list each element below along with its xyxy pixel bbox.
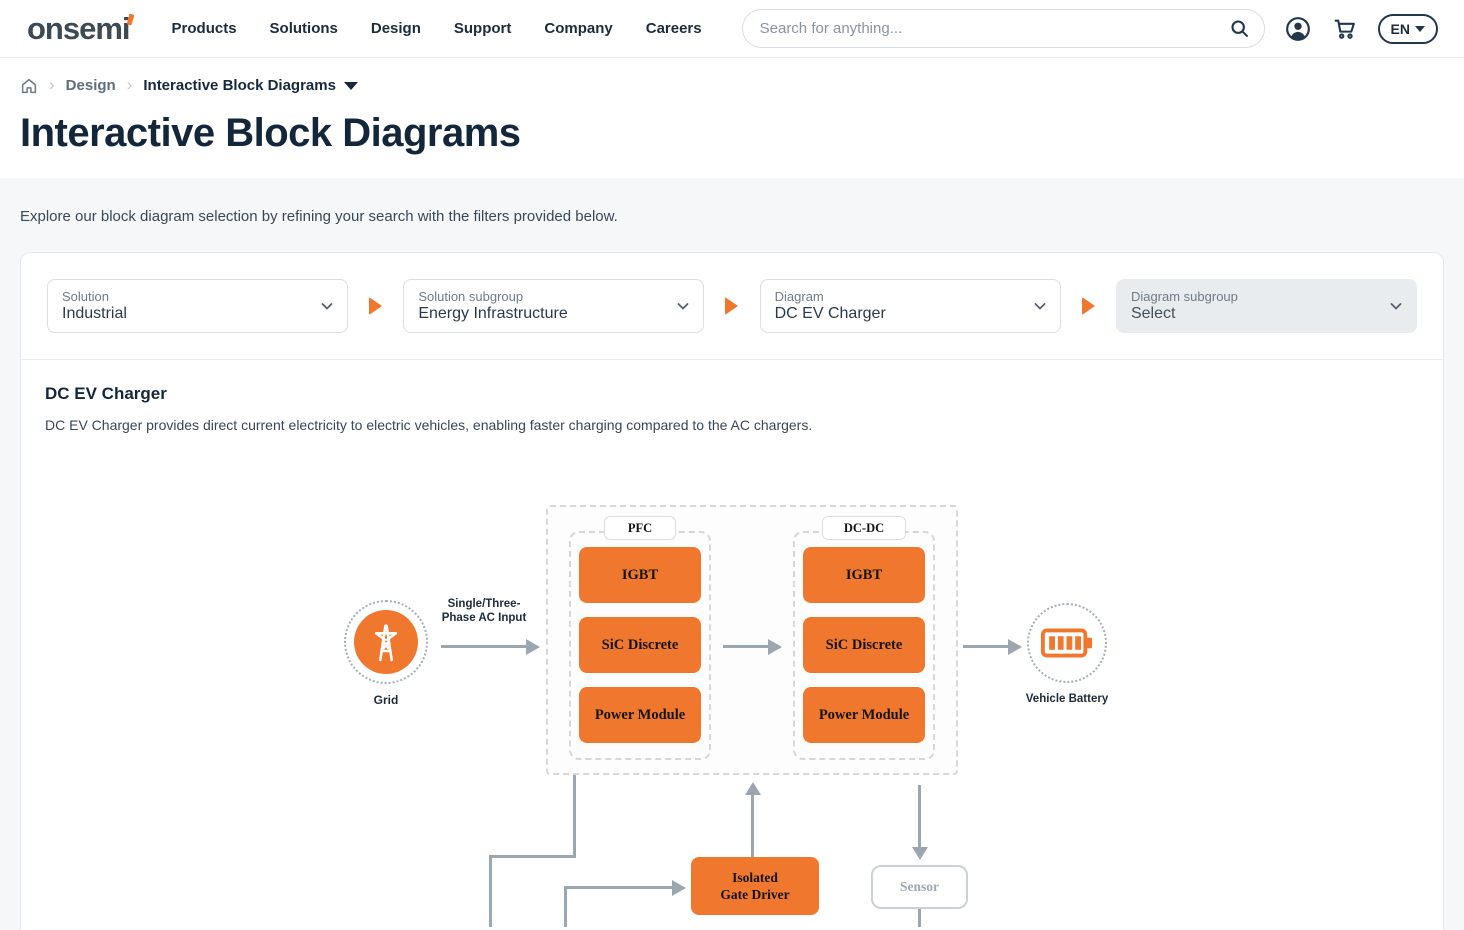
connector-line (564, 886, 567, 927)
filter-value: DC EV Charger (774, 305, 886, 322)
page-title: Interactive Block Diagrams (20, 111, 521, 155)
filter-value: Industrial (62, 305, 127, 322)
nav-company[interactable]: Company (544, 20, 613, 37)
home-icon[interactable] (20, 77, 38, 95)
connector-line (573, 775, 576, 858)
filter-label: Diagram subgroup (1130, 289, 1238, 304)
connector-line (564, 886, 674, 889)
onsemi-logo[interactable]: onsemi (27, 13, 136, 44)
filter-solution[interactable]: Solution Industrial (47, 279, 348, 333)
arrow-head (912, 847, 928, 860)
chevron-down-icon (343, 81, 358, 90)
chevron-down-icon (1415, 25, 1425, 32)
filter-solution-subgroup[interactable]: Solution subgroup Energy Infrastructure (403, 279, 705, 333)
chevron-down-icon (1390, 303, 1402, 310)
arrow-line (963, 645, 1010, 648)
account-icon[interactable] (1285, 16, 1311, 42)
top-nav: onsemi Products Solutions Design Support… (0, 0, 1464, 58)
search-input[interactable] (759, 20, 1229, 37)
breadcrumb-current-label: Interactive Block Diagrams (143, 77, 336, 94)
nav-design[interactable]: Design (370, 20, 421, 37)
filter-bar: Solution Industrial Solution subgroup En… (21, 253, 1443, 360)
main-nav: Products Solutions Design Support Compan… (172, 20, 702, 37)
block-sensor[interactable]: Sensor (871, 865, 968, 909)
arrow-line (441, 645, 527, 648)
arrow-head (672, 880, 686, 896)
intro-text: Explore our block diagram selection by r… (20, 208, 618, 225)
diagram-section: DC EV Charger DC EV Charger provides dir… (21, 360, 1443, 927)
grid-circle (354, 610, 418, 674)
filter-diagram[interactable]: Diagram DC EV Charger (759, 279, 1061, 333)
arrow-line (751, 794, 754, 857)
section-title: DC EV Charger (45, 384, 167, 403)
arrow-right-icon (369, 297, 383, 315)
breadcrumb: › Design › Interactive Block Diagrams (0, 58, 1464, 95)
block-isolated-gate-driver[interactable]: Isolated Gate Driver (691, 857, 819, 915)
transmission-tower-icon (374, 624, 398, 662)
arrow-right-icon (725, 297, 739, 315)
nav-careers[interactable]: Careers (645, 20, 702, 37)
arrow-right-icon (1081, 297, 1095, 315)
breadcrumb-separator: › (126, 75, 133, 94)
block-pfc-sic-discrete[interactable]: SiC Discrete (579, 617, 701, 673)
breadcrumb-current[interactable]: Interactive Block Diagrams (143, 77, 358, 94)
connector-line (918, 909, 921, 927)
search-bar[interactable] (741, 9, 1265, 48)
filter-value: Energy Infrastructure (418, 305, 568, 322)
battery-icon (1040, 628, 1093, 658)
block-dcdc-sic-discrete[interactable]: SiC Discrete (803, 617, 925, 673)
vehicle-battery-node (1027, 603, 1107, 683)
grid-label: Grid (373, 693, 399, 707)
pfc-group-label: PFC (604, 516, 676, 540)
filter-label: Solution subgroup (418, 289, 524, 304)
nav-products[interactable]: Products (171, 20, 237, 37)
main-content: Explore our block diagram selection by r… (0, 178, 1464, 930)
connector-line (489, 855, 576, 858)
arrow-head (768, 639, 782, 655)
block-diagram: Grid Single/Three- Phase AC Input PFC IG… (21, 442, 1443, 927)
vehicle-battery-label: Vehicle Battery (1025, 693, 1109, 705)
cart-icon[interactable] (1332, 16, 1357, 41)
arrow-line (918, 785, 921, 848)
filter-value: Select (1130, 305, 1176, 322)
header-icons: EN (1285, 13, 1438, 44)
ac-input-label: Single/Three- Phase AC Input (441, 598, 527, 624)
chevron-down-icon (677, 303, 689, 310)
filter-label: Diagram (774, 289, 824, 304)
breadcrumb-design[interactable]: Design (65, 77, 116, 94)
filter-label: Solution (62, 289, 109, 304)
chevron-down-icon (321, 303, 333, 310)
block-pfc-power-module[interactable]: Power Module (579, 687, 701, 743)
arrow-head (1008, 639, 1022, 655)
search-icon[interactable] (1229, 18, 1250, 39)
grid-node (344, 600, 428, 684)
language-label: EN (1390, 20, 1410, 37)
block-pfc-igbt[interactable]: IGBT (579, 547, 701, 603)
chevron-down-icon (1034, 303, 1046, 310)
arrow-head (526, 639, 540, 655)
nav-solutions[interactable]: Solutions (269, 20, 338, 37)
section-description: DC EV Charger provides direct current el… (45, 417, 813, 433)
connector-line (489, 855, 492, 927)
filter-diagram-subgroup[interactable]: Diagram subgroup Select (1115, 279, 1417, 333)
arrow-head (745, 782, 761, 795)
block-dcdc-power-module[interactable]: Power Module (803, 687, 925, 743)
dcdc-group-label: DC-DC (822, 516, 906, 540)
block-dcdc-igbt[interactable]: IGBT (803, 547, 925, 603)
diagram-card: Solution Industrial Solution subgroup En… (20, 252, 1444, 930)
nav-support[interactable]: Support (453, 20, 512, 37)
language-selector[interactable]: EN (1377, 13, 1438, 44)
arrow-line (723, 645, 770, 648)
breadcrumb-separator: › (49, 75, 55, 94)
